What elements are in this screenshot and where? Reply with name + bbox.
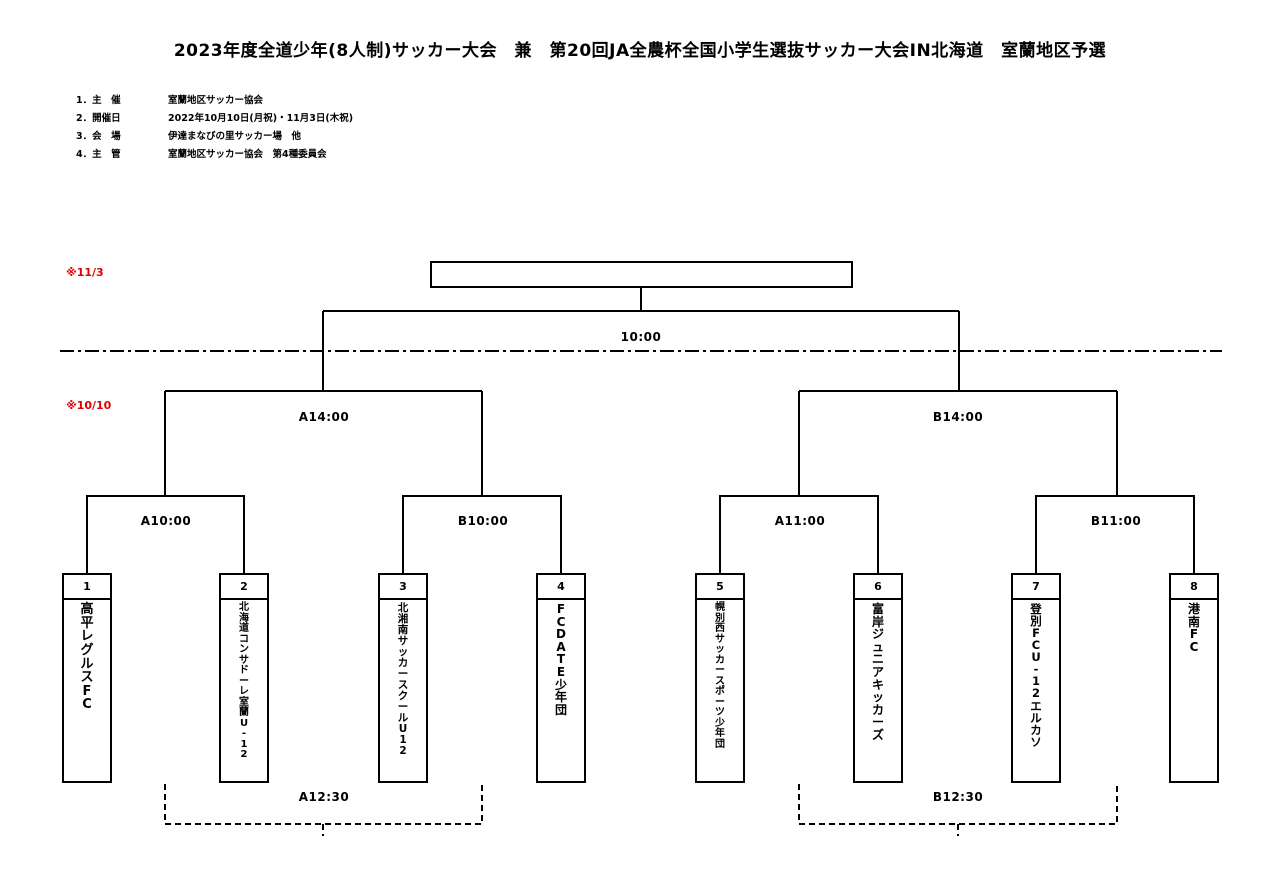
info-row-venue: 3．会 場 伊達まなびの里サッカー場 他 <box>76 128 353 146</box>
team-name: 幌別西サッカースポーツ少年団 <box>715 602 725 750</box>
info-value: 室蘭地区サッカー協会 <box>168 95 264 106</box>
team-box: 1 高平レグルスFC <box>62 573 112 783</box>
info-value: 2022年10月10日(月祝)・11月3日(木祝) <box>168 113 354 124</box>
team-name: 高平レグルスFC <box>80 602 94 713</box>
info-label: 4．主 管 <box>76 149 121 160</box>
final-time: 10:00 <box>620 330 662 344</box>
team-box: 7 登別FC U-12エルカソ <box>1011 573 1061 783</box>
final-date-note: ※11/3 <box>66 266 104 279</box>
third-round-right-time: B12:30 <box>932 790 984 804</box>
team-box: 6 富岸ジュニアキッカーズ <box>853 573 903 783</box>
team-name: FC DATE少年団 <box>554 602 578 717</box>
team-box: 4 FC DATE少年団 <box>536 573 586 783</box>
team-box: 2 北海道コンサドーレ室蘭U-12 <box>219 573 269 783</box>
semi-right-time: B14:00 <box>932 410 984 424</box>
quarter-time-3: A11:00 <box>774 514 826 528</box>
team-number: 5 <box>697 575 743 600</box>
info-label: 2．開催日 <box>76 113 121 124</box>
team-box: 5 幌別西サッカースポーツ少年団 <box>695 573 745 783</box>
quarter-time-1: A10:00 <box>140 514 192 528</box>
bracket-line <box>402 495 562 573</box>
semi-left-time: A14:00 <box>298 410 350 424</box>
page-title: 2023年度全道少年(8人制)サッカー大会 兼 第20回JA全農杯全国小学生選抜… <box>173 41 1107 61</box>
info-row-date: 2．開催日 2022年10月10日(月祝)・11月3日(木祝) <box>76 110 353 128</box>
team-name: 北海道コンサドーレ室蘭U-12 <box>239 602 249 760</box>
team-box: 3 北湘南サッカースクールU12 <box>378 573 428 783</box>
first-date-note: ※10/10 <box>66 399 112 412</box>
third-round-left-time: A12:30 <box>298 790 350 804</box>
team-number: 7 <box>1013 575 1059 600</box>
champion-box <box>430 261 853 288</box>
team-number: 1 <box>64 575 110 600</box>
info-value: 室蘭地区サッカー協会 第4種委員会 <box>168 149 327 160</box>
quarter-time-4: B11:00 <box>1090 514 1142 528</box>
team-number: 2 <box>221 575 267 600</box>
bracket-line <box>86 495 245 573</box>
bracket-line <box>719 495 879 573</box>
info-label: 3．会 場 <box>76 131 121 142</box>
team-name: 登別FC U-12エルカソ <box>1030 602 1052 749</box>
team-number: 8 <box>1171 575 1217 600</box>
event-info: 1．主 催 室蘭地区サッカー協会 2．開催日 2022年10月10日(月祝)・1… <box>76 92 353 164</box>
dashed-bracket-line <box>798 784 1118 825</box>
team-name: 港南FC <box>1187 602 1200 654</box>
team-number: 6 <box>855 575 901 600</box>
quarter-time-2: B10:00 <box>457 514 509 528</box>
info-row-organizer: 1．主 催 室蘭地区サッカー協会 <box>76 92 353 110</box>
team-name: 北湘南サッカースクールU12 <box>397 602 409 758</box>
team-box: 8 港南FC <box>1169 573 1219 783</box>
bracket-line <box>1035 495 1195 573</box>
team-number: 4 <box>538 575 584 600</box>
info-row-manager: 4．主 管 室蘭地区サッカー協会 第4種委員会 <box>76 146 353 164</box>
dashed-bracket-line <box>164 784 483 825</box>
team-number: 3 <box>380 575 426 600</box>
info-value: 伊達まなびの里サッカー場 他 <box>168 131 302 142</box>
info-label: 1．主 催 <box>76 95 121 106</box>
team-name: 富岸ジュニアキッカーズ <box>871 602 884 742</box>
